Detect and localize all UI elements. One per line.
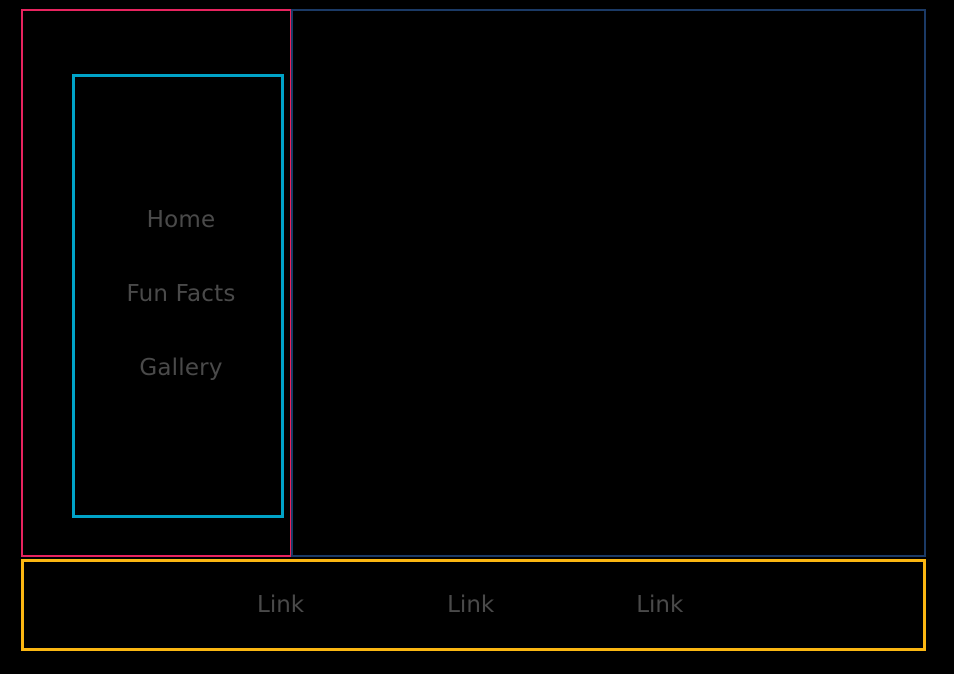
nav-item-home[interactable]: Home <box>146 207 216 233</box>
nav-list: Home Fun Facts Gallery <box>75 77 281 515</box>
footer-region: Link Link Link <box>21 559 926 651</box>
nav-item-fun-facts[interactable]: Fun Facts <box>126 281 236 307</box>
footer-link-3[interactable]: Link <box>636 591 684 618</box>
main-content-region <box>291 9 926 557</box>
navigation-region: Home Fun Facts Gallery <box>72 74 284 518</box>
footer-link-1[interactable]: Link <box>257 591 305 618</box>
nav-item-gallery[interactable]: Gallery <box>139 355 223 381</box>
main-content-area <box>293 11 924 555</box>
sidebar-region: Home Fun Facts Gallery <box>21 9 292 557</box>
footer-link-list: Link Link Link <box>24 562 683 648</box>
footer-link-2[interactable]: Link <box>447 591 495 618</box>
